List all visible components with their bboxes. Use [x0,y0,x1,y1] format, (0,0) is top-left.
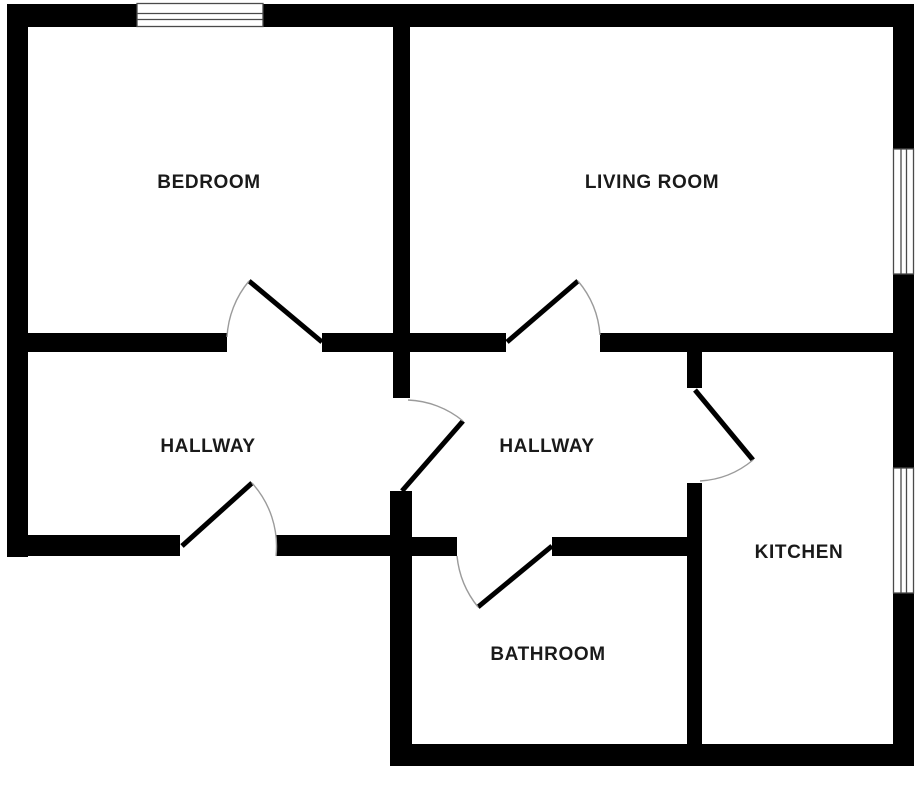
hallway-connecting-door-icon [400,399,465,493]
wall-bedroom-bottom-right [322,333,506,352]
room-label-living-room: LIVING ROOM [585,172,719,193]
wall-kitchen-top-stub [687,352,702,388]
room-label-hallway-left: HALLWAY [160,436,255,457]
living-room-door-icon [505,279,601,344]
room-labels: BEDROOM LIVING ROOM HALLWAY HALLWAY KITC… [157,172,844,665]
walls [7,4,914,766]
entrance-door-icon [180,481,278,557]
kitchen-door-icon [693,388,755,482]
wall-left-exterior [7,4,28,557]
room-label-kitchen: KITCHEN [755,542,844,563]
wall-bathroom-top-right [552,537,702,556]
wall-hallway-bottom-left [7,535,180,556]
wall-hallway-bottom-right [276,535,412,556]
bathroom-door-icon [456,544,554,609]
room-label-bathroom: BATHROOM [490,644,605,665]
wall-bedroom-bottom-left [7,333,227,352]
wall-bottom-exterior [390,744,914,766]
wall-center-vertical-upper [393,26,410,398]
wall-kitchen-bathroom-divider [687,483,702,766]
wall-livingroom-bottom-right [600,333,893,352]
wall-bathroom-top-left-stub [410,537,457,556]
room-label-bedroom: BEDROOM [157,172,260,193]
wall-bathroom-left [390,491,412,766]
bedroom-door-icon [226,279,324,344]
doors [180,279,755,609]
living-room-right-window-icon [892,148,915,275]
kitchen-right-window-icon [892,467,915,594]
bedroom-top-window-icon [136,2,264,28]
wall-right-exterior [893,4,914,766]
windows [136,2,915,594]
room-label-hallway-center: HALLWAY [499,436,594,457]
